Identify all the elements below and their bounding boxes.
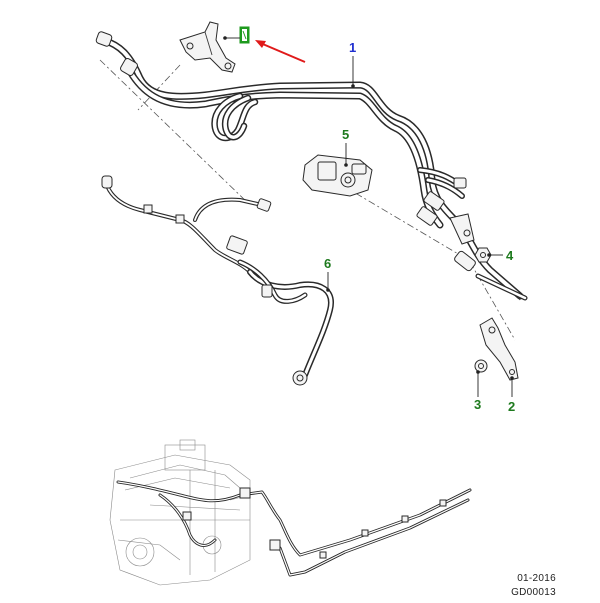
fuel-sensor-module xyxy=(302,154,373,197)
diagram-date: 01-2016 xyxy=(517,573,556,584)
lower-bracket xyxy=(479,317,519,381)
hose-assembly xyxy=(101,175,334,386)
engine-fuel-lines xyxy=(116,480,472,577)
bolt-fastener xyxy=(474,359,488,373)
leader-lines xyxy=(223,36,514,397)
callout-1: 1 xyxy=(349,40,356,55)
fuel-pipe-assembly xyxy=(95,31,528,301)
diagram-code: GD00013 xyxy=(511,587,556,598)
nut-fastener xyxy=(474,247,492,263)
engine-overview-inset xyxy=(109,439,251,586)
red-pointer-arrow xyxy=(255,40,306,63)
callout-2: 2 xyxy=(508,399,515,414)
callout-6: 6 xyxy=(324,256,331,271)
highlighted-clip-icon xyxy=(239,26,250,44)
callout-5: 5 xyxy=(342,127,349,142)
callout-4: 4 xyxy=(506,248,514,263)
callout-3: 3 xyxy=(474,397,481,412)
top-bracket xyxy=(179,21,236,73)
